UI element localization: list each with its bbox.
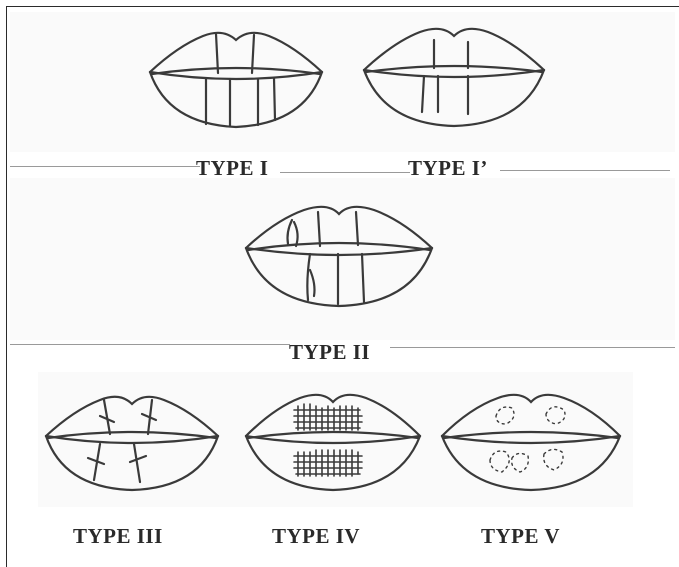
label-type-4: TYPE IV (272, 524, 360, 549)
label-type-2: TYPE II (289, 340, 370, 365)
label-type-5: TYPE V (481, 524, 560, 549)
frame-top-border (6, 6, 679, 7)
lips-type-5 (440, 388, 622, 494)
lips-type-3 (44, 390, 220, 494)
separator-line-3 (500, 170, 670, 171)
frame-left-border (6, 6, 7, 567)
separator-line-5 (390, 347, 675, 348)
lips-type-1 (148, 24, 324, 134)
label-type-3: TYPE III (73, 524, 163, 549)
label-type-1: TYPE I (196, 156, 268, 181)
separator-line-2 (280, 172, 410, 173)
separator-line-1 (10, 166, 200, 167)
panel-row-1 (10, 12, 675, 152)
lips-type-4 (244, 388, 422, 494)
lips-type-1-prime (362, 20, 546, 132)
lips-type-2 (244, 200, 434, 312)
separator-line-4 (10, 344, 290, 345)
label-type-1-prime: TYPE I’ (408, 156, 488, 181)
